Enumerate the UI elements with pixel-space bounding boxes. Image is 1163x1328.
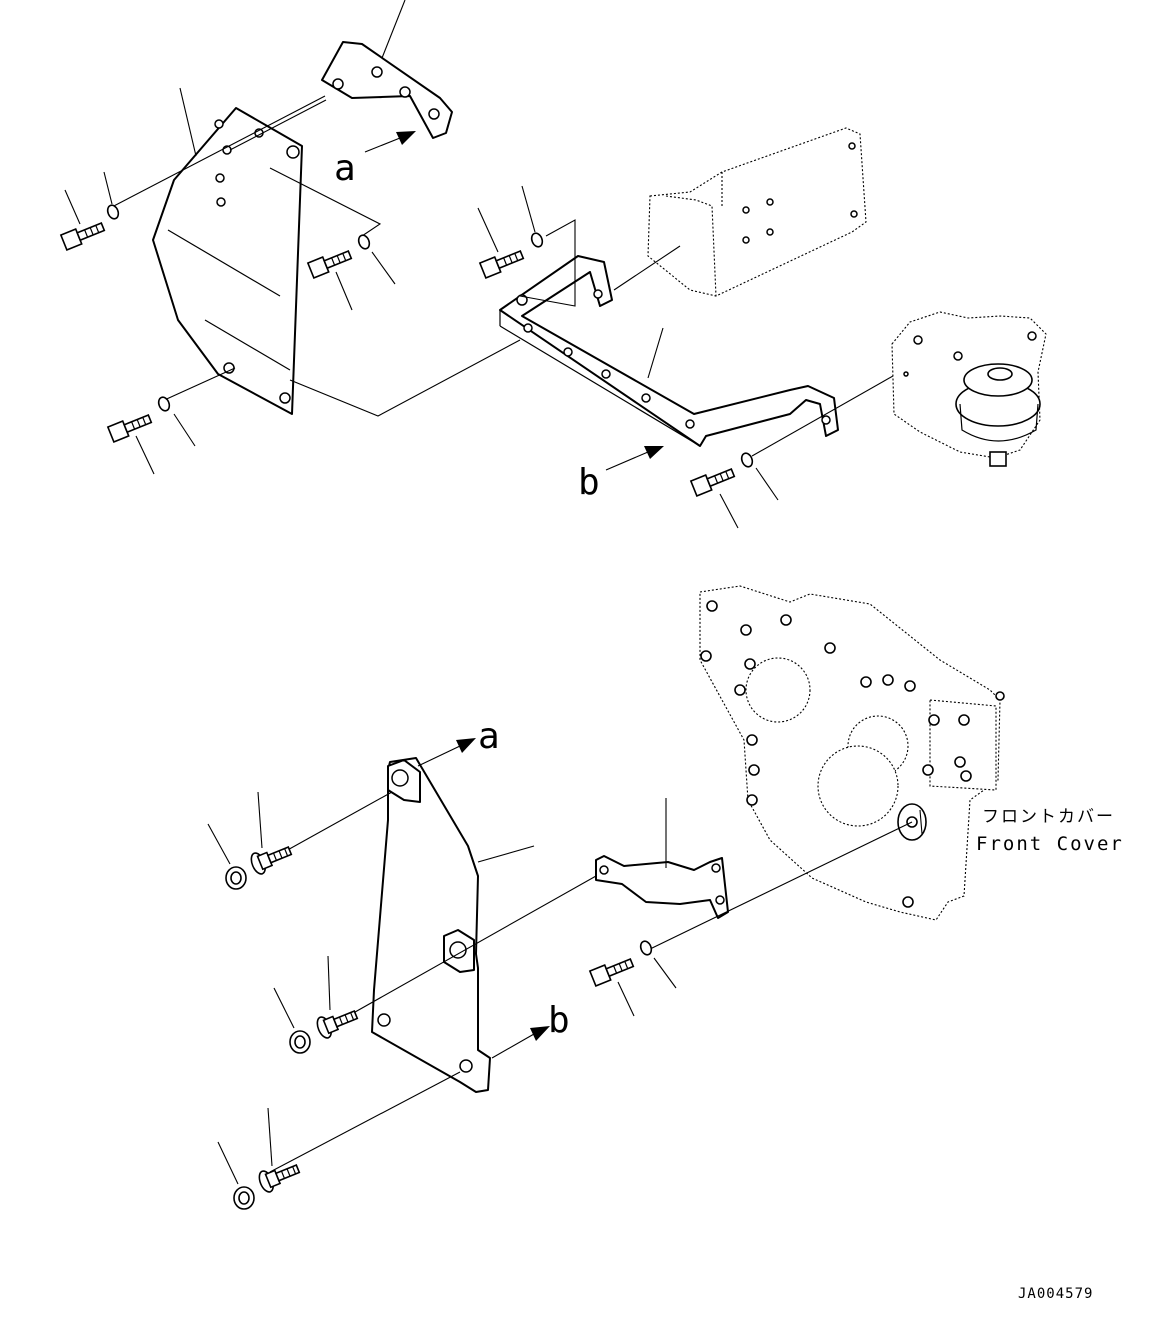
arrow-a-bottom: a	[417, 716, 500, 767]
flange-bolt-washer-2	[273, 955, 359, 1054]
small-bracket	[595, 798, 729, 919]
flange-bolt-washer-3	[217, 1107, 301, 1210]
front-cover-label-en: Front Cover	[976, 833, 1124, 855]
front-cover-label-jp: フロントカバー	[982, 807, 1115, 827]
bolt-washer-5	[689, 371, 901, 529]
upper-bracket	[321, 0, 453, 139]
flange-bolt-washer-1	[207, 791, 293, 890]
long-bracket	[499, 255, 839, 447]
front-cover: フロントカバー Front Cover	[699, 585, 1124, 921]
callout-a-bottom: a	[478, 716, 500, 757]
arrow-a-top: a	[334, 131, 416, 189]
engine-block-ghost	[613, 127, 867, 297]
bolt-washer-1	[59, 171, 120, 251]
drawing-code: JA004579	[1018, 1286, 1093, 1302]
callout-b-bottom: b	[548, 1000, 570, 1041]
bolt-washer-2	[306, 234, 396, 311]
mounting-plate-top	[152, 87, 303, 415]
bolt-washer-4	[477, 185, 576, 307]
callout-b-top: b	[578, 462, 600, 503]
engine-mount	[891, 311, 1047, 467]
arrow-b-bottom: b	[491, 1000, 570, 1059]
bolt-washer-3	[106, 396, 196, 475]
bolt-washer-6	[588, 940, 677, 1017]
arrow-b-top: b	[578, 446, 664, 503]
callout-a-top: a	[334, 148, 356, 189]
